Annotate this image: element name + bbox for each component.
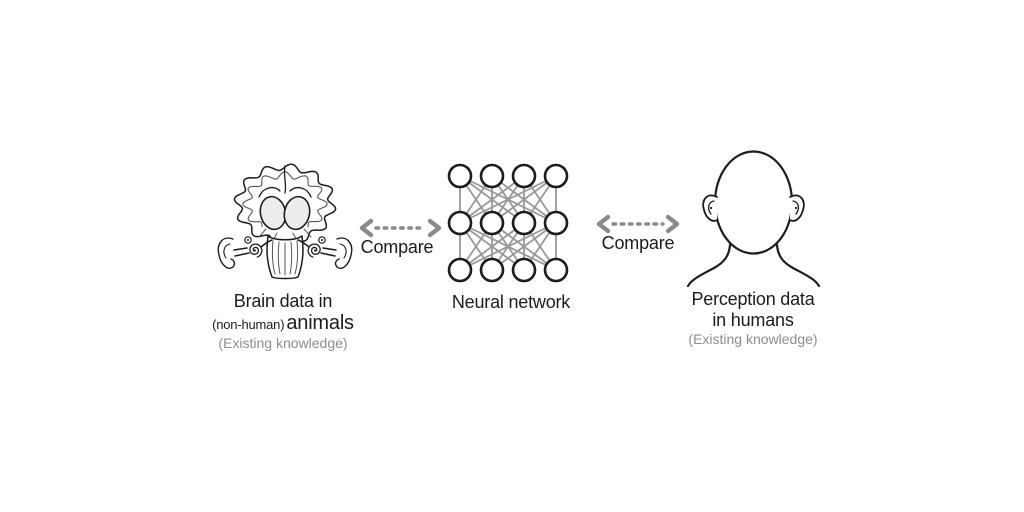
left-caption-line2: (non-human)animals: [183, 312, 383, 335]
head-outline: [713, 150, 794, 255]
brain-ear-pathway-left: [217, 236, 273, 269]
network-node: [511, 257, 537, 283]
right-caption-line2: in humans: [712, 309, 794, 330]
brain-cochlea-left: [249, 243, 263, 258]
compare-label-right: Compare: [601, 233, 675, 253]
network-node: [543, 163, 569, 189]
shoulder-left: [686, 243, 732, 288]
animal-brain-icon: [217, 163, 353, 280]
head-ear-right: [788, 194, 805, 222]
network-node: [479, 210, 505, 236]
shoulder-right: [775, 243, 821, 288]
head-ear-left: [702, 194, 718, 222]
left-caption: Brain data in (non-human)animals (Existi…: [183, 291, 383, 352]
compare-arrow-left: [359, 218, 442, 238]
compare-label-left: Compare: [360, 237, 434, 257]
left-caption-nonhuman: (non-human): [212, 316, 285, 332]
compare-arrow-right: [596, 214, 680, 234]
center-caption: Neural network: [451, 292, 571, 312]
network-node: [511, 163, 537, 189]
network-node: [447, 257, 473, 283]
network-node: [479, 257, 505, 283]
left-caption-animals: animals: [286, 311, 354, 334]
human-head-icon: [686, 150, 821, 288]
left-caption-subtitle: (Existing knowledge): [218, 335, 348, 352]
network-node: [447, 210, 473, 236]
network-node: [479, 163, 505, 189]
network-node: [543, 210, 569, 236]
arrowhead-left-icon: [596, 214, 611, 234]
arrowhead-left-icon: [359, 218, 374, 238]
arrowhead-right-icon: [665, 214, 680, 234]
network-node: [511, 210, 537, 236]
arrowhead-right-icon: [427, 218, 442, 238]
neural-network-icon: [447, 163, 569, 283]
left-caption-line1: Brain data in: [233, 291, 333, 311]
brain-thalamus-right: [283, 195, 311, 231]
right-caption-line1: Perception data: [691, 289, 815, 309]
network-node: [543, 257, 569, 283]
right-caption-subtitle: (Existing knowledge): [688, 331, 818, 348]
network-node: [447, 163, 473, 189]
right-caption: Perception data in humans (Existing know…: [653, 289, 853, 348]
